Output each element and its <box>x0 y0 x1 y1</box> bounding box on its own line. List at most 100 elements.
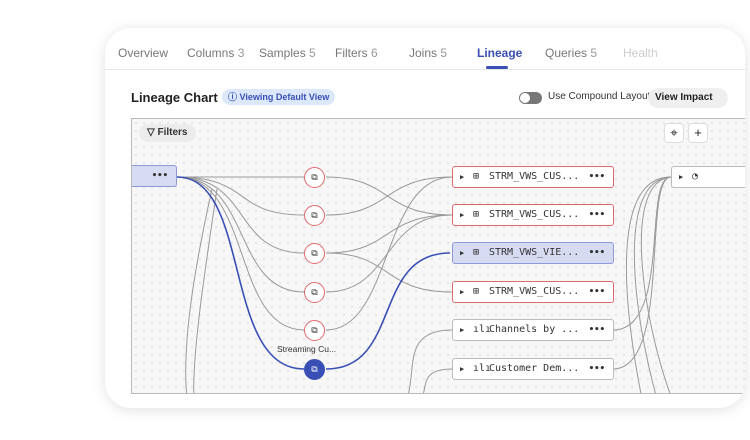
transform-node-selected[interactable]: ⧉ <box>304 359 325 380</box>
target-icon: ⌖ <box>670 125 678 140</box>
chart-icon: ılı <box>473 363 492 374</box>
tab-label: Queries <box>545 46 588 60</box>
edge <box>193 188 218 393</box>
transform-node[interactable]: ⧉ <box>304 320 325 341</box>
node-menu-button[interactable]: ••• <box>588 248 605 258</box>
view-badge[interactable]: ⓘ Viewing Default View <box>222 89 336 105</box>
edge <box>325 214 453 293</box>
node-name: STRM_VWS_VIE... <box>489 247 580 258</box>
transform-node[interactable]: ⧉ <box>304 167 325 188</box>
toggle-label: Use Compound Layout <box>548 91 651 102</box>
highlighted-edge <box>325 252 451 370</box>
node-menu-button[interactable]: ••• <box>588 210 605 220</box>
edge <box>408 329 453 393</box>
tab-overview[interactable]: Overview <box>118 46 168 60</box>
edge <box>325 252 453 293</box>
transform-node[interactable]: ⧉ <box>304 243 325 264</box>
table-node[interactable]: ▶⊞STRM_VWS_CUS...••• <box>452 281 614 303</box>
node-name: STRM_VWS_CUS... <box>489 209 580 220</box>
transform-node[interactable]: ⧉ <box>304 282 325 303</box>
table-node-selected[interactable]: ▶ ⊞ STRM_VWS_VIE... ••• <box>452 242 614 264</box>
lineage-panel: Overview Columns 3 Samples 5 Filters 6 J… <box>105 28 745 408</box>
tab-count: 5 <box>309 46 316 60</box>
stream-icon: ⧉ <box>311 248 318 258</box>
expand-icon[interactable]: ▶ <box>460 249 465 257</box>
transform-label: Streaming Cu... <box>277 344 337 354</box>
stream-icon: ⧉ <box>311 325 318 335</box>
tab-count: 5 <box>590 46 598 60</box>
expand-icon[interactable]: ▶ <box>460 173 465 181</box>
compound-layout-toggle[interactable] <box>519 92 542 104</box>
tab-label: Overview <box>118 46 169 60</box>
edges-layer <box>176 176 672 393</box>
tab-label: Filters <box>335 46 368 60</box>
edge <box>640 176 672 393</box>
table-icon: ⊞ <box>473 209 480 220</box>
tab-bar: Overview Columns 3 Samples 5 Filters 6 J… <box>105 28 745 70</box>
zoom-in-button[interactable]: + <box>688 123 708 143</box>
tab-joins[interactable]: Joins 5 <box>409 46 447 60</box>
edge <box>325 176 453 216</box>
node-menu-button[interactable]: ••• <box>588 172 605 182</box>
source-node[interactable]: ••• <box>132 165 177 187</box>
highlighted-edge <box>176 176 305 370</box>
tab-queries[interactable]: Queries 5 <box>545 46 597 60</box>
tab-filters[interactable]: Filters 6 <box>335 46 378 60</box>
node-menu-button[interactable]: ••• <box>588 325 605 335</box>
expand-icon[interactable]: ▶ <box>460 288 465 296</box>
table-node[interactable]: ▶ ⊞ STRM_VWS_CUS... ••• <box>452 204 614 226</box>
expand-icon[interactable]: ▶ <box>460 326 465 334</box>
edge <box>633 176 672 393</box>
table-node[interactable]: ▶⊞STRM_VWS_CUS...••• <box>452 166 614 188</box>
fit-view-button[interactable]: ⌖ <box>664 123 684 143</box>
tab-count: 6 <box>371 46 378 60</box>
tab-label: Health <box>623 46 658 60</box>
table-icon: ⊞ <box>473 247 480 258</box>
edge <box>612 176 672 370</box>
transform-node[interactable]: ⧉ <box>304 205 325 226</box>
tab-label: Joins <box>409 46 438 60</box>
expand-icon[interactable]: ▶ <box>460 365 465 373</box>
stream-icon: ⧉ <box>311 172 318 182</box>
edge <box>325 214 453 254</box>
tab-count: 5 <box>440 46 448 60</box>
stream-icon: ⧉ <box>311 364 318 374</box>
info-icon: ⓘ <box>228 92 238 102</box>
tab-label: Columns <box>187 46 235 60</box>
filter-icon: ▽ <box>147 127 155 138</box>
node-menu-button[interactable]: ••• <box>588 287 605 297</box>
active-tab-indicator <box>486 66 508 69</box>
filters-label: Filters <box>157 127 188 138</box>
table-icon: ⊞ <box>473 171 480 182</box>
tab-health: Health <box>623 46 658 60</box>
edge <box>325 176 453 216</box>
stream-icon: ⧉ <box>311 287 318 297</box>
edge <box>176 176 305 254</box>
tab-lineage[interactable]: Lineage <box>477 46 522 60</box>
tab-columns[interactable]: Columns 3 <box>187 46 244 60</box>
tab-label: Lineage <box>477 46 523 60</box>
node-menu-button[interactable]: ••• <box>151 171 168 181</box>
edge <box>176 176 305 331</box>
edge <box>423 368 453 393</box>
edge <box>325 176 453 331</box>
chart-icon: ılı <box>473 324 492 335</box>
tab-label: Samples <box>259 46 306 60</box>
edge <box>625 176 672 393</box>
edge <box>612 176 672 331</box>
table-icon: ⊞ <box>473 286 480 297</box>
filters-button[interactable]: ▽ Filters <box>139 124 196 142</box>
lineage-canvas[interactable]: ▽ Filters ⌖ + ••• ⧉ ⧉ ⧉ ⧉ ⧉ Streaming Cu… <box>131 118 745 394</box>
edge <box>185 188 213 393</box>
edge <box>176 176 305 216</box>
dashboard-node[interactable]: ▶◔ <box>671 166 745 188</box>
gauge-icon: ◔ <box>692 171 699 182</box>
tab-samples[interactable]: Samples 5 <box>259 46 316 60</box>
node-menu-button[interactable]: ••• <box>588 364 605 374</box>
view-impact-button[interactable]: View Impact <box>648 88 728 108</box>
expand-icon[interactable]: ▶ <box>460 211 465 219</box>
expand-icon[interactable]: ▶ <box>679 173 684 181</box>
node-name: Channels by ... <box>489 324 580 335</box>
